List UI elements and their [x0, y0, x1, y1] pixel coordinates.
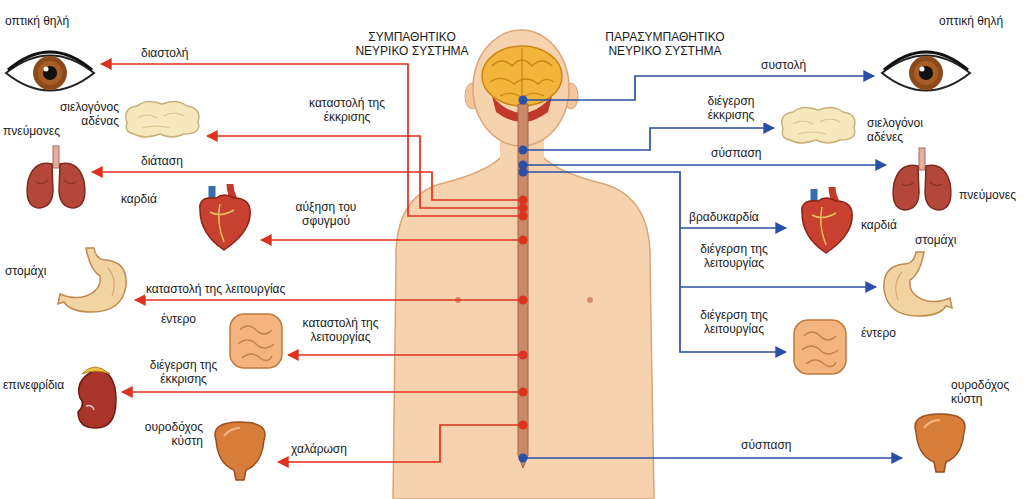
effect-label: διέγερση της λειτουργίας: [688, 308, 780, 337]
nipple: [587, 297, 593, 303]
organ-label: στομάχι: [914, 233, 957, 247]
gland-drawing: [126, 101, 199, 137]
effect-label: αύξηση του σφυγμού: [280, 200, 372, 229]
organ-label: καρδιά: [860, 218, 898, 232]
effect-label: διέγερση της έκκρισης: [140, 358, 227, 387]
heart-drawing: [200, 184, 250, 250]
nerve-arrow: [101, 64, 523, 216]
nerve-arrow: [261, 239, 523, 241]
nerve-dot: [519, 212, 528, 221]
organ-label: επινεφρίδια: [2, 378, 65, 392]
nerve-dots: [519, 96, 528, 463]
intestine-drawing: [794, 320, 846, 374]
bladder-drawing: [915, 414, 965, 472]
intestine-drawing: [230, 314, 282, 368]
nerve-dot: [519, 96, 528, 105]
brain-folds: [490, 48, 554, 104]
stomach-drawing: [884, 252, 952, 316]
effect-label: συστολή: [760, 58, 807, 72]
system-heading: ΠΑΡΑΣΥΜΠΑΘΗΤΙΚΟ ΝΕΥΡΙΚΟ ΣΥΣΤΗΜΑ: [596, 30, 734, 59]
nerve-arrow: [288, 354, 523, 356]
nerve-dot: [519, 146, 528, 155]
nerve-dot: [519, 196, 528, 205]
organ-label: καρδιά: [120, 192, 158, 206]
system-heading: ΣΥΜΠΑΘΗΤΙΚΟ ΝΕΥΡΙΚΟ ΣΥΣΤΗΜΑ: [350, 30, 474, 59]
lungs-drawing: [893, 148, 951, 210]
eye-drawing: [882, 52, 970, 91]
heart-drawing: [802, 187, 852, 253]
effect-label: χαλάρωση: [290, 442, 348, 456]
effect-label: σύσπαση: [740, 438, 793, 452]
spinal-cord: [518, 104, 528, 468]
organ-label: ουροδόχος κύστη: [128, 420, 204, 449]
organ-label: σιελογόνοι αδένες: [866, 116, 948, 145]
nerve-dot: [519, 351, 528, 360]
nerve-dot: [519, 454, 528, 463]
nerve-arrow: [680, 286, 876, 288]
effect-label: καταστολή της λειτουργίας: [145, 282, 286, 296]
lungs-drawing: [27, 146, 85, 208]
gland-drawing: [782, 107, 855, 143]
nerve-dot: [519, 388, 528, 397]
nerve-arrow: [523, 164, 886, 166]
effect-label: διάταση: [140, 154, 184, 168]
effect-label: καταστολή της έκκρισης: [296, 96, 398, 125]
nerve-arrow: [523, 457, 902, 459]
organ-label: οπτική θηλή: [4, 14, 70, 28]
effect-label: διέγερση έκκρισης: [690, 94, 772, 123]
nerve-dot: [519, 204, 528, 213]
bladder-drawing: [215, 422, 265, 480]
effect-label: καταστολή της λειτουργίας: [292, 316, 389, 345]
organ-label: ουροδόχος κύστη: [950, 378, 1020, 407]
brain: [482, 46, 562, 106]
organ-label: έντερο: [860, 326, 897, 340]
effect-label: σύσπαση: [710, 146, 763, 160]
nerve-arrow: [680, 227, 786, 229]
organ-label: οπτική θηλή: [938, 14, 1004, 28]
nerve-dot: [519, 421, 528, 430]
organ-label: πνεύμονες: [2, 124, 61, 138]
stomach-drawing: [58, 248, 126, 312]
nerve-arrow: [135, 299, 523, 301]
parasympathetic-arrows: [523, 76, 902, 458]
nerve-arrow: [122, 391, 523, 393]
kidney-drawing: [78, 367, 116, 428]
organ-label: πνεύμονες: [958, 188, 1017, 202]
nerve-arrow: [523, 172, 786, 352]
nerve-arrow: [278, 425, 523, 462]
effect-label: βραδυκαρδία: [688, 210, 760, 224]
sympathetic-arrows: [92, 64, 523, 462]
eye-drawing: [6, 52, 94, 91]
effect-label: διαστολή: [140, 46, 189, 60]
organ-label: έντερο: [160, 312, 197, 326]
effect-label: διέγερση της λειτουργίας: [688, 242, 780, 271]
nerve-dot: [519, 296, 528, 305]
organ-label: στομάχι: [4, 264, 47, 278]
nerve-dot: [519, 168, 528, 177]
nerve-dot: [519, 236, 528, 245]
